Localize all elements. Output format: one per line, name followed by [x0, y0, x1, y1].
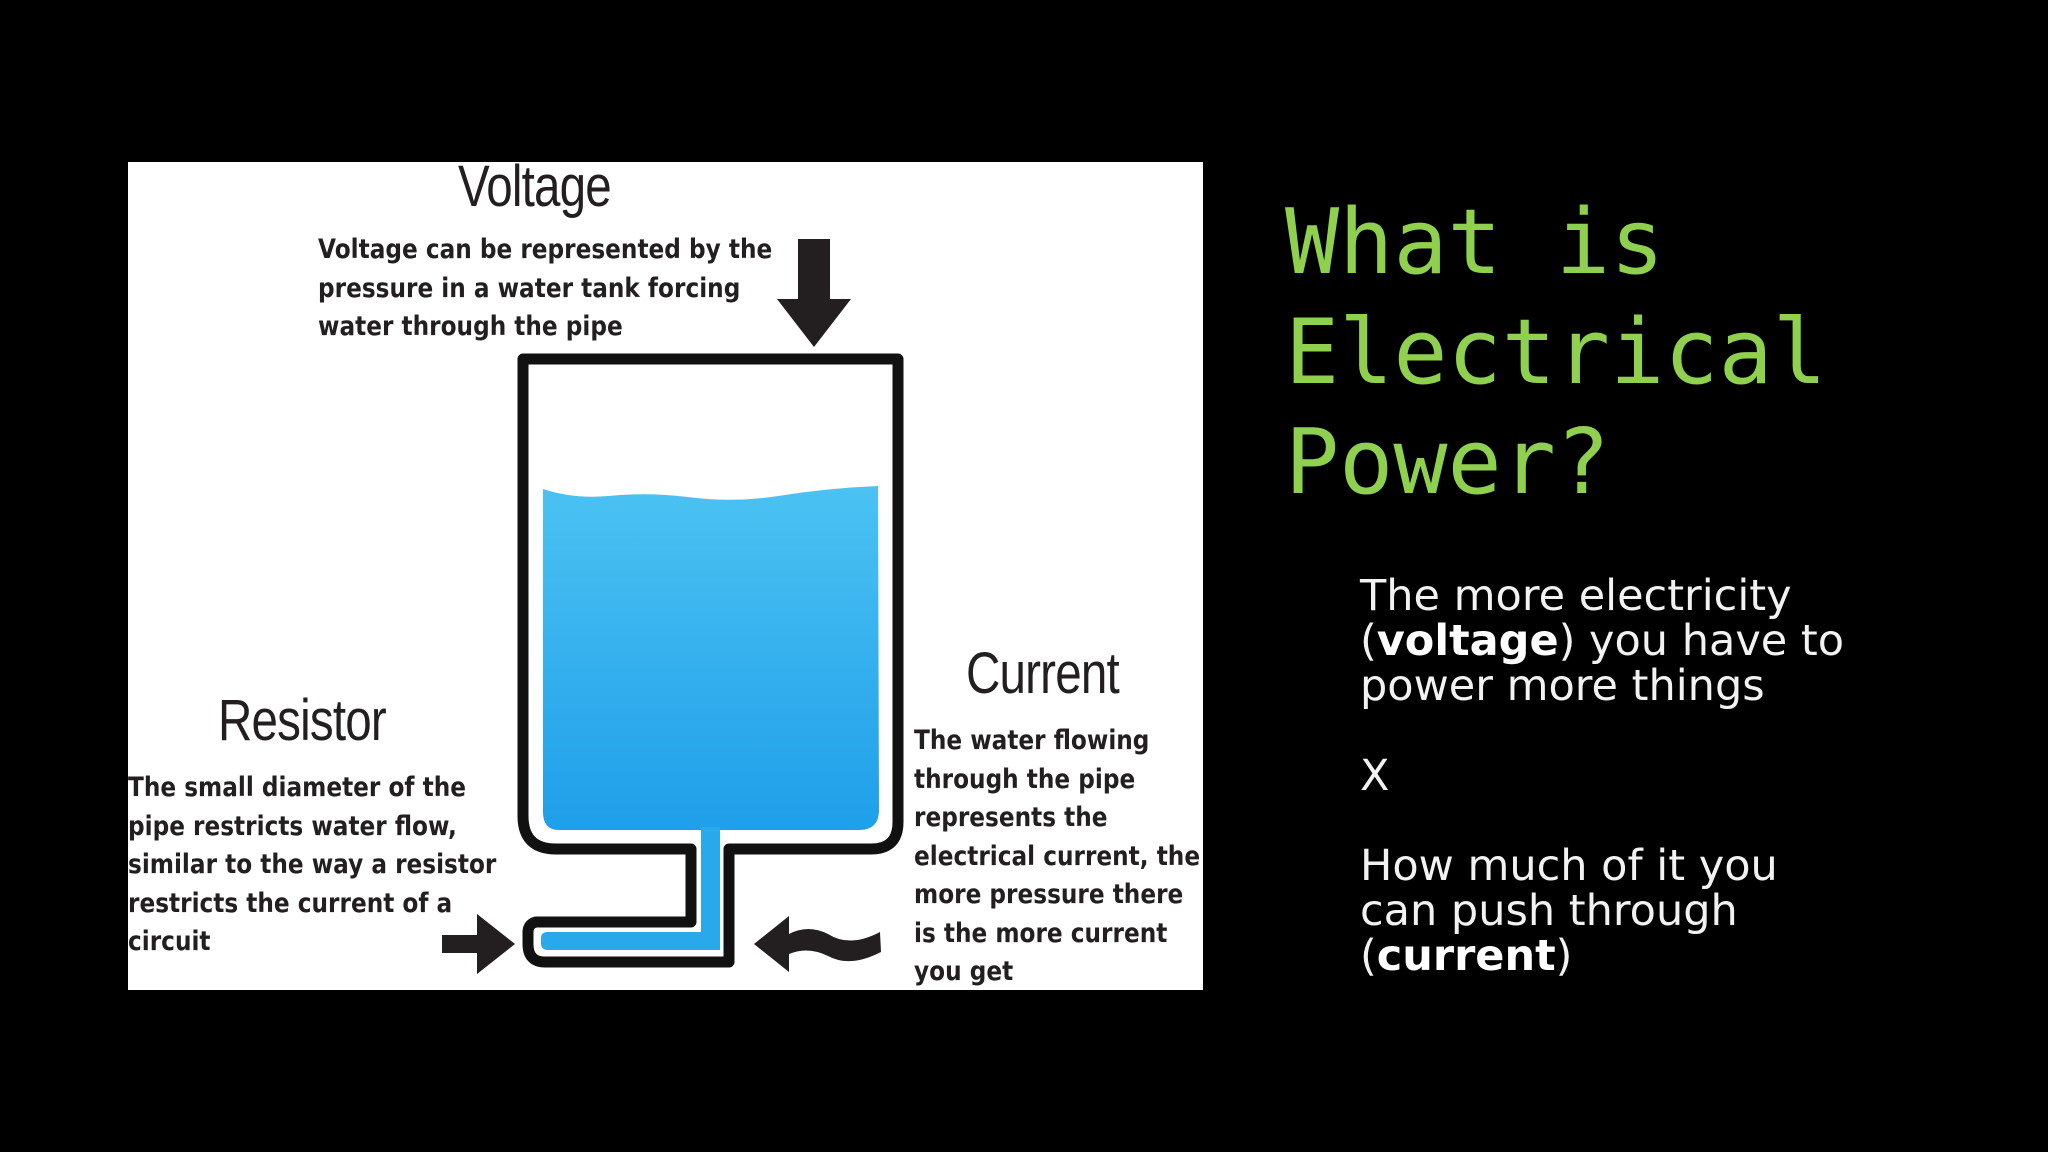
- current-keyword: current: [1376, 931, 1556, 981]
- paren-open: (: [1360, 616, 1377, 666]
- body-line: How much of it you: [1360, 841, 1778, 891]
- paren-close: ): [1555, 931, 1573, 981]
- slide-body-text: The more electricity (voltage) you have …: [1360, 574, 2000, 979]
- current-line: is the more current: [914, 917, 1168, 949]
- voltage-line: water through the pipe: [318, 311, 623, 342]
- resistor-description: The small diameter of the pipe restricts…: [128, 769, 496, 962]
- resistor-line: The small diameter of the: [128, 772, 466, 803]
- resistor-line: restricts the current of a: [128, 887, 453, 919]
- water-analogy-diagram: Voltage Voltage can be represented by th…: [128, 162, 1203, 990]
- voltage-line: pressure in a water tank forcing: [318, 272, 741, 304]
- voltage-keyword: voltage: [1376, 616, 1559, 666]
- current-line: electrical current, the: [914, 840, 1201, 872]
- resistor-line: pipe restricts water flow,: [128, 810, 457, 842]
- resistor-heading: Resistor: [218, 688, 387, 753]
- body-line: (current): [1360, 934, 2000, 979]
- current-line: you get: [914, 956, 1014, 987]
- slide-title: What is Electrical Power?: [1285, 188, 1827, 518]
- title-line: Electrical: [1285, 300, 1827, 405]
- paren-open: (: [1360, 931, 1377, 981]
- title-line: Power?: [1285, 410, 1611, 515]
- water-in-pipe: [541, 827, 720, 950]
- current-line: through the pipe: [914, 763, 1136, 795]
- resistor-line: circuit: [128, 926, 211, 957]
- voltage-arrow-icon: [777, 239, 851, 347]
- body-line: can push through: [1360, 886, 1738, 936]
- current-arrow-icon: [754, 916, 881, 972]
- voltage-line: Voltage can be represented by the: [318, 234, 773, 265]
- voltage-heading: Voltage: [458, 162, 612, 219]
- current-line: The water flowing: [914, 725, 1150, 756]
- tank-illustration: [442, 239, 904, 974]
- current-line: more pressure there: [914, 879, 1184, 910]
- body-line: power more things: [1360, 661, 1765, 711]
- current-line: represents the: [914, 802, 1108, 833]
- resistor-arrow-icon: [442, 914, 515, 974]
- voltage-paragraph: The more electricity (voltage) you have …: [1360, 574, 2000, 709]
- body-line: (voltage) you have to: [1360, 619, 2000, 664]
- voltage-description: Voltage can be represented by the pressu…: [318, 231, 772, 347]
- body-text-fragment: ) you have to: [1558, 616, 1845, 666]
- water-in-tank: [543, 486, 879, 830]
- body-line: The more electricity: [1360, 571, 1792, 621]
- title-line: What is: [1285, 190, 1665, 295]
- resistor-line: similar to the way a resistor: [128, 849, 497, 880]
- multiply-operator: X: [1360, 751, 1390, 801]
- spacer: [1360, 709, 2000, 754]
- current-heading: Current: [966, 641, 1120, 706]
- current-paragraph: How much of it you can push through (cur…: [1360, 844, 2000, 979]
- current-description: The water flowing through the pipe repre…: [914, 722, 1200, 990]
- spacer: [1360, 799, 2000, 844]
